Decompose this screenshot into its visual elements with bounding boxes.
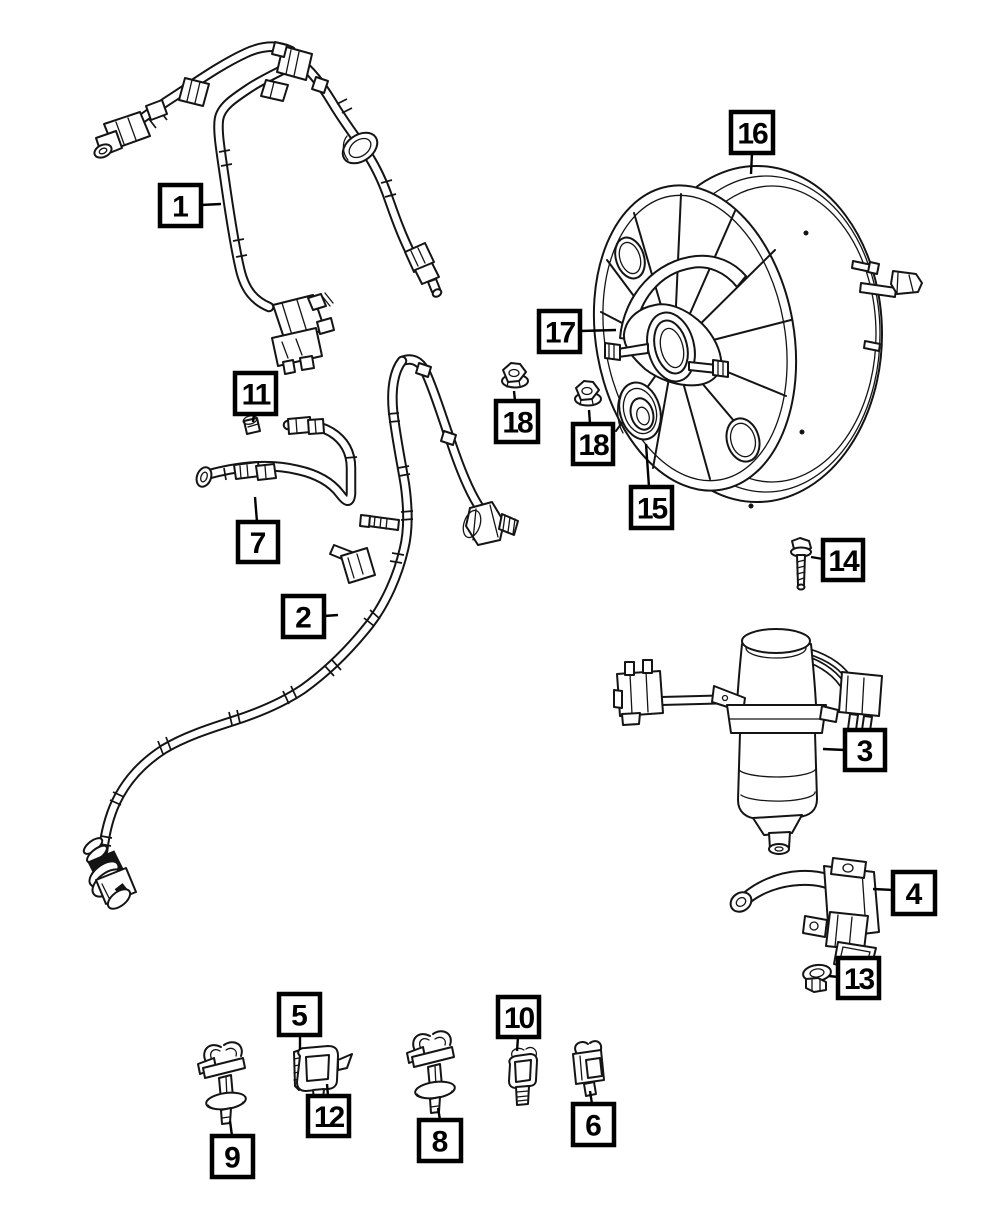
svg-text:3: 3 [857, 735, 874, 768]
part-14-bolt [790, 537, 812, 591]
part-18-flange-nut-right [574, 380, 602, 407]
svg-text:8: 8 [432, 1126, 449, 1159]
callout-2[interactable]: 2 [280, 593, 339, 640]
part-17-booster-gasket [604, 303, 729, 387]
svg-text:17: 17 [545, 317, 576, 350]
part-10-clip [508, 1046, 538, 1106]
callout-12[interactable]: 12 [305, 1083, 352, 1139]
svg-text:7: 7 [250, 527, 267, 560]
callout-6[interactable]: 6 [570, 1090, 617, 1148]
svg-text:9: 9 [224, 1142, 241, 1175]
part-2-vacuum-hose [82, 354, 519, 910]
part-1-vacuum-hose-assembly [93, 41, 443, 375]
callout-5[interactable]: 5 [276, 991, 323, 1050]
part-3-vacuum-pump [613, 628, 883, 855]
part-18-flange-nut-left [501, 362, 529, 389]
callout-11[interactable]: 11 [232, 370, 279, 423]
part-11-cap [242, 415, 261, 435]
callout-4[interactable]: 4 [872, 869, 938, 917]
callout-9[interactable]: 9 [209, 1120, 256, 1180]
svg-text:15: 15 [637, 493, 668, 526]
svg-text:2: 2 [295, 602, 312, 635]
part-9-retainer-clip [197, 1041, 248, 1125]
svg-text:1: 1 [172, 191, 189, 224]
callout-8[interactable]: 8 [416, 1107, 464, 1164]
callout-13[interactable]: 13 [828, 955, 882, 1001]
part-13-washer [802, 963, 832, 993]
part-6-clip [572, 1040, 605, 1097]
part-15-booster-grommet [616, 381, 662, 441]
svg-text:14: 14 [828, 545, 860, 578]
svg-text:10: 10 [504, 1002, 535, 1035]
part-7-vacuum-hose [195, 416, 358, 506]
svg-text:18: 18 [578, 429, 609, 462]
svg-text:12: 12 [314, 1101, 345, 1134]
callout-18-4[interactable]: 18 [570, 409, 616, 467]
callout-7[interactable]: 7 [235, 496, 281, 565]
callout-10[interactable]: 10 [495, 994, 542, 1052]
callout-17[interactable]: 17 [536, 308, 617, 355]
callout-18-3[interactable]: 18 [493, 390, 541, 445]
part-8-retainer-clip [406, 1030, 457, 1114]
svg-text:6: 6 [585, 1110, 602, 1143]
svg-text:4: 4 [906, 878, 923, 911]
svg-text:18: 18 [502, 407, 533, 440]
svg-text:13: 13 [844, 963, 875, 996]
callout-15[interactable]: 15 [628, 443, 675, 531]
callout-3[interactable]: 3 [822, 727, 888, 773]
svg-text:16: 16 [737, 118, 768, 151]
callout-16[interactable]: 16 [728, 109, 776, 175]
svg-text:5: 5 [291, 1000, 308, 1033]
callout-1[interactable]: 1 [157, 182, 222, 229]
callout-14[interactable]: 14 [810, 537, 866, 583]
callout-layer: 1 16 17 18 18 15 11 7 2 14 3 4 13 5 10 12 9 8 6 [157, 109, 938, 1180]
part-4-pump-bracket [729, 857, 880, 973]
svg-text:11: 11 [242, 379, 271, 412]
part-5-12-loop-clip [293, 1045, 353, 1101]
